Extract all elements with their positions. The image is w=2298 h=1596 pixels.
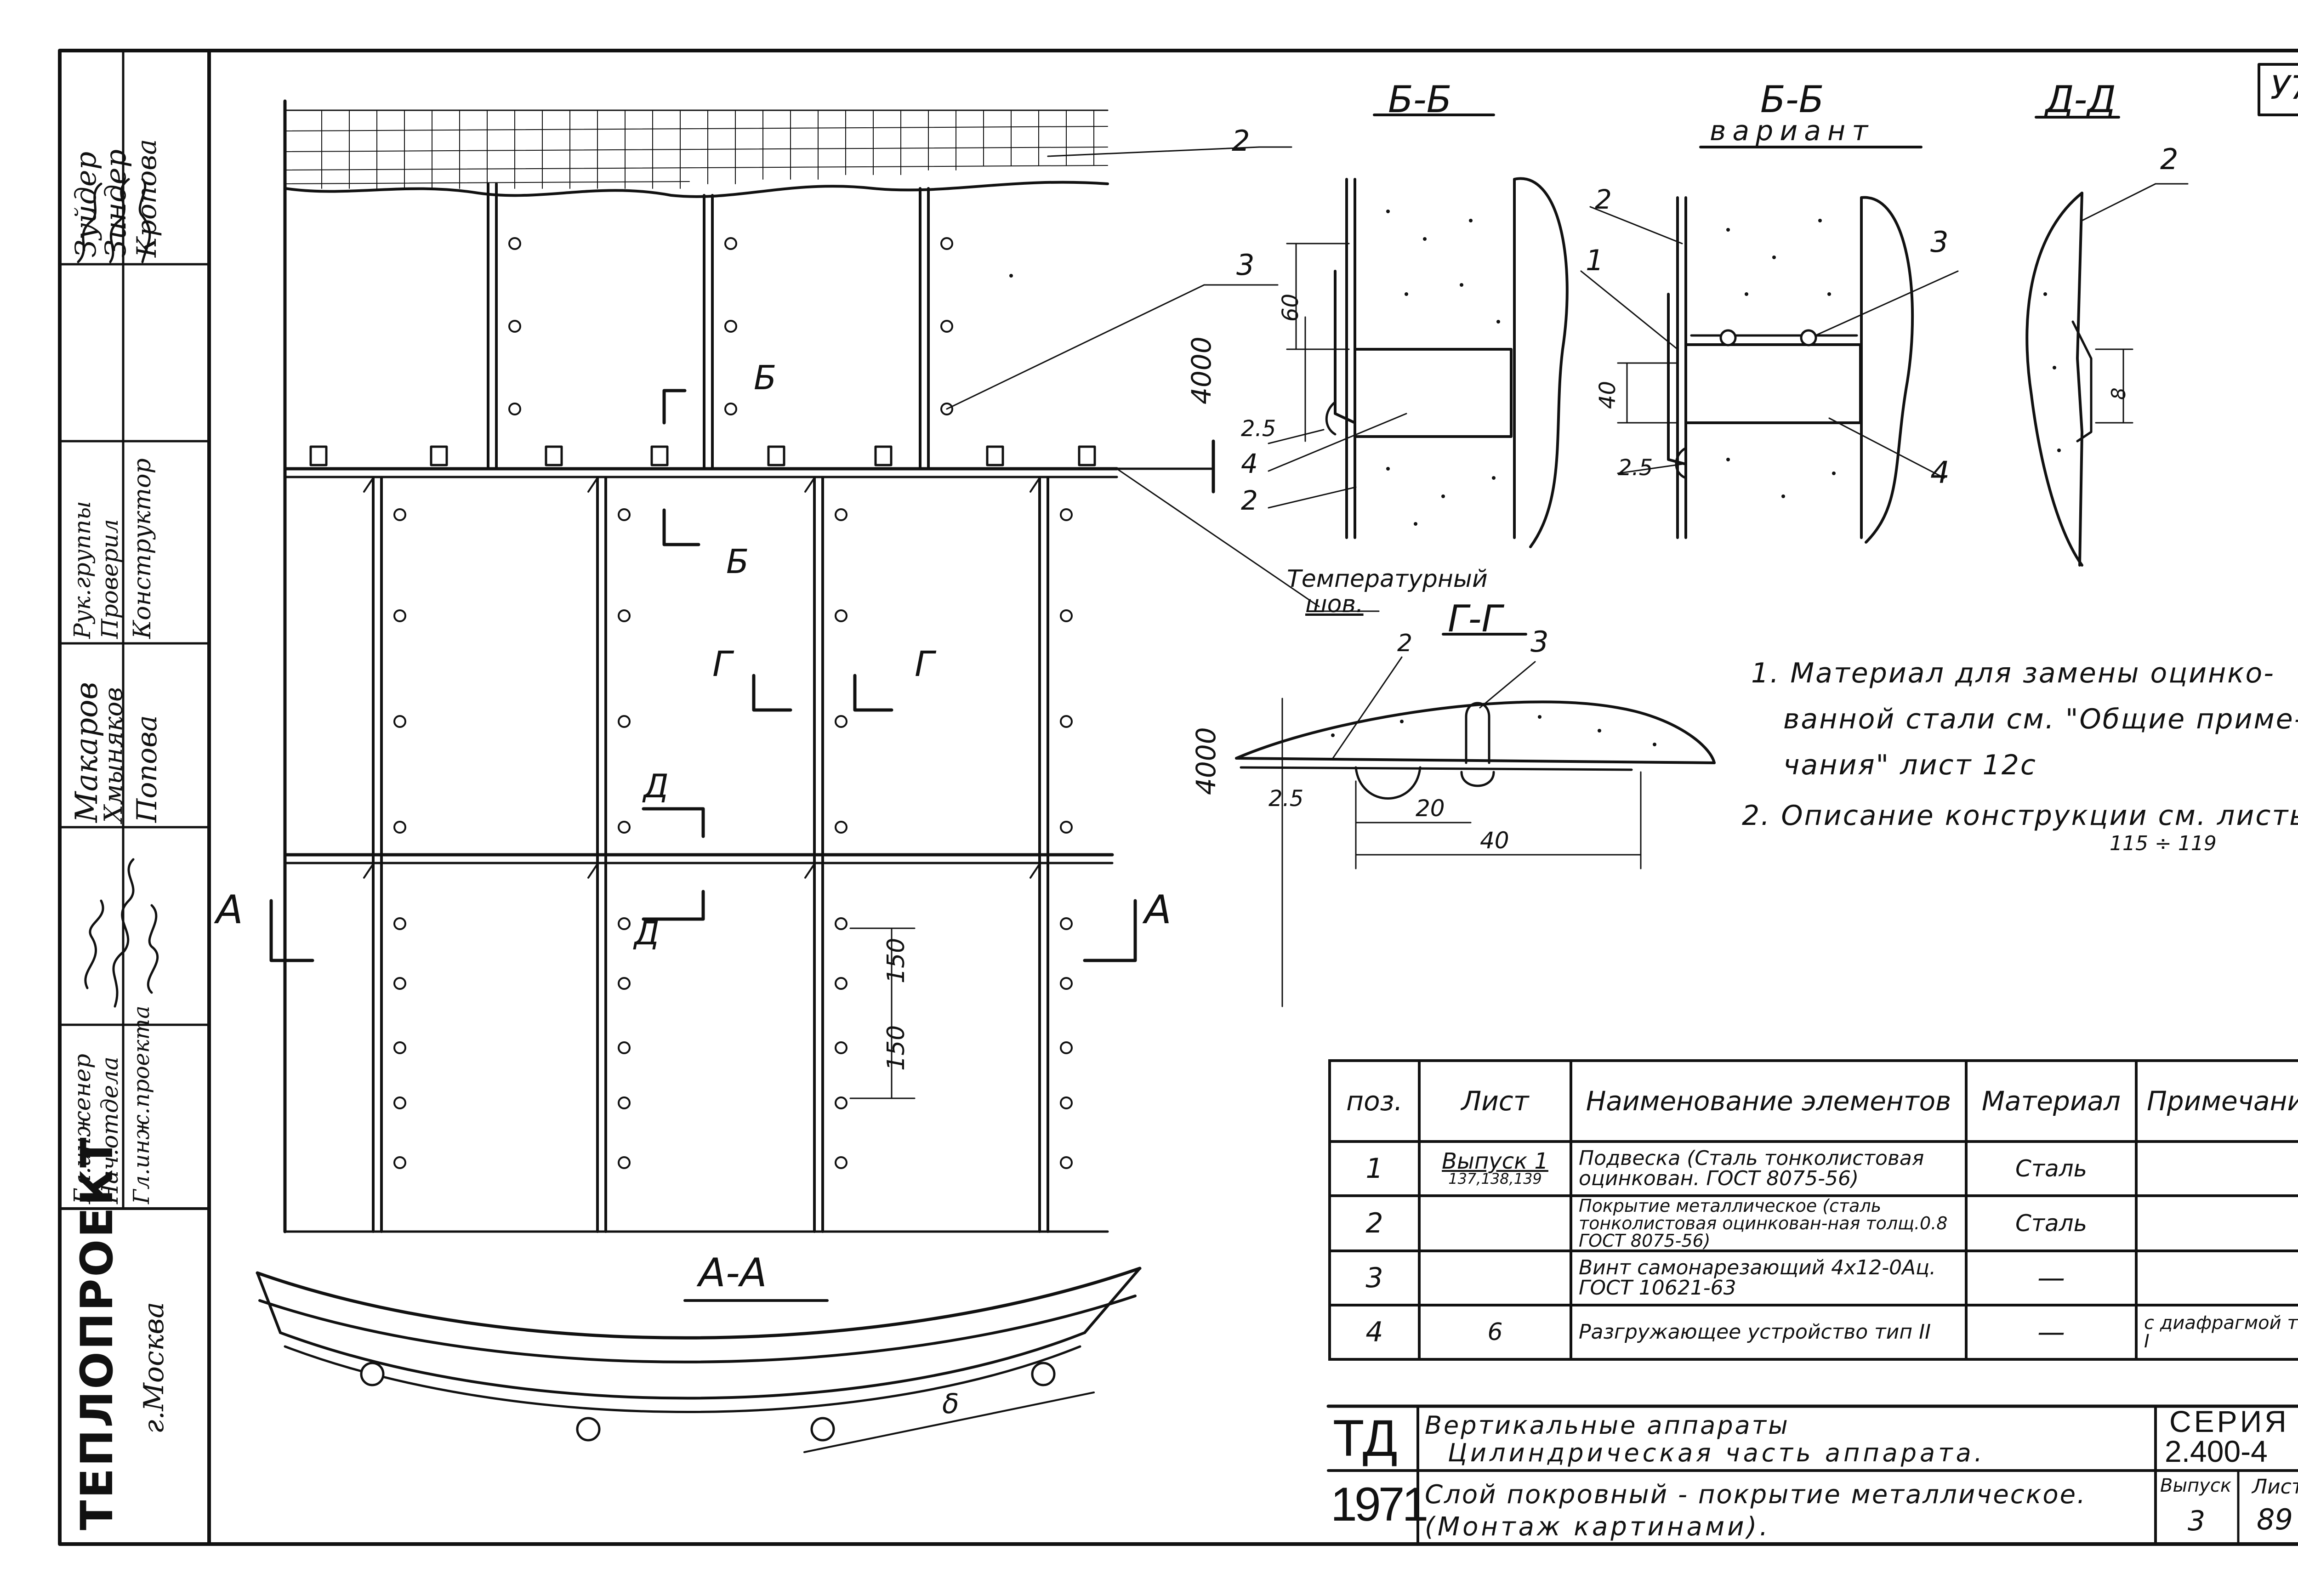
issue-number: 3 [2188,1505,2206,1537]
spec-sheet-pages: 137,138,139 [1448,1170,1542,1187]
mark-2-variant: 2 [1595,184,1612,215]
note-1-line-3: чания" лист 12с [1783,749,2037,781]
spec-header-name: Наименование элементов [1570,1059,1968,1143]
spec-name: Подвеска (Сталь тонколистовая оцинкован.… [1570,1140,1968,1197]
mark-3-variant: 3 [1930,225,1949,259]
spec-sheet: 6 [1418,1304,1572,1361]
mark-4-bb: 4 [1241,448,1258,479]
note-2-line-2: 115 ÷ 119 [2110,832,2217,855]
mark-3-upper: 3 [1236,248,1255,282]
section-mark-d-bottom: Д [634,914,660,952]
spec-pos: 2 [1328,1194,1421,1252]
spec-material: Сталь [1965,1194,2138,1252]
spec-pos: 3 [1328,1250,1421,1306]
section-mark-g-right: Г [915,643,934,684]
spec-sheet-issue: Выпуск 1 [1442,1148,1548,1174]
dim-40-variant: 40 [1595,381,1621,409]
spec-name: Винт самонарезающий 4x12-0Ац. ГОСТ 10621… [1570,1250,1968,1306]
spec-row: 2 Покрытие металлическое (сталь тонколис… [1328,1194,2298,1252]
spec-material: Сталь [1965,1140,2138,1197]
spec-material: — [1965,1250,2138,1306]
series-number: 2.400-4 [2165,1434,2268,1468]
spec-name: Покрытие металлическое (сталь тонколисто… [1570,1194,1968,1252]
dim-2-5-gg: 2.5 [1268,786,1304,812]
title-line-4: (Монтаж картинами). [1425,1512,1771,1542]
title-line-2: Цилиндрическая часть аппарата. [1448,1438,1985,1467]
mark-1-variant: 1 [1586,244,1604,277]
mark-2-dd: 2 [2160,142,2179,176]
spec-note [2135,1194,2298,1252]
section-mark-g-left: Г [712,643,732,684]
dim-40-gg: 40 [1480,827,1509,854]
specification-table: поз. Лист Наименование элементов Материа… [1328,1059,2298,1361]
section-mark-a-right: А [1144,887,1172,933]
mark-2-gg: 2 [1397,630,1413,657]
note-1-line-1: 1. Материал для замены оцинко- [1751,657,2275,689]
title-line-1: Вертикальные аппараты [1425,1411,1790,1440]
section-mark-a-left: А [216,887,243,933]
spec-header-material: Материал [1965,1059,2138,1143]
series-label: СЕРИЯ [2169,1404,2289,1438]
mark-3-gg: 3 [1530,625,1549,659]
dim-2-5-variant: 2.5 [1618,455,1653,481]
title-line-3: Слой покровный - покрытие металлическое. [1425,1480,2087,1510]
section-mark-b-top: Б [754,358,777,397]
spec-row: 3 Винт самонарезающий 4x12-0Ац. ГОСТ 106… [1328,1250,2298,1306]
mark-2-top: 2 [1232,124,1250,158]
dim-height-4000-bottom: 4000 [1190,727,1222,795]
section-title-g-g: Г-Г [1448,597,1502,640]
note-1-line-2: ванной стали см. "Общие приме- [1783,703,2298,735]
section-mark-b-bottom: Б [726,542,749,581]
spec-header-sheet: Лист [1418,1059,1572,1143]
spec-header-note: Примечание [2135,1059,2298,1143]
spec-row: 1 Выпуск 1 137,138,139 Подвеска (Сталь т… [1328,1140,2298,1197]
spec-pos: 4 [1328,1304,1421,1361]
dim-2-5-bb: 2.5 [1241,416,1276,442]
org-city: г.Москва [138,1301,170,1434]
title-td: ТД [1333,1409,1398,1467]
temperature-joint-label-1: Температурный [1287,565,1488,593]
dim-delta: δ [942,1388,959,1420]
section-title-d-d: Д-Д [2045,78,2116,121]
list-number: 89 [2257,1503,2293,1536]
section-title-a-a: А-А [699,1250,767,1296]
spec-note [2135,1140,2298,1197]
temperature-joint-label-2: шов. [1305,591,1364,618]
spec-material: — [1965,1304,2138,1361]
list-label: Лист [2252,1475,2298,1499]
title-year: 1971 [1331,1478,1428,1531]
dim-20-gg: 20 [1416,795,1445,822]
section-title-b-b: Б-Б [1388,78,1452,121]
signatures [77,178,159,1008]
spec-row: 4 6 Разгружающее устройство тип II — с д… [1328,1304,2298,1361]
section-mark-d-top: Д [643,767,669,805]
spec-sheet [1418,1250,1572,1306]
section-title-b-b-variant: Б-Б [1760,78,1824,121]
mark-2-bb: 2 [1241,485,1258,516]
issue-label: Выпуск [2160,1475,2231,1496]
spec-header-row: поз. Лист Наименование элементов Материа… [1328,1059,2298,1143]
spec-pos: 1 [1328,1140,1421,1197]
dim-150-upper: 150 [882,937,910,983]
dim-150-lower: 150 [882,1025,910,1071]
spec-header-pos: поз. [1328,1059,1421,1143]
note-2-line-1: 2. Описание конструкции см. листы [1742,800,2298,832]
dim-8-dd: 8 [2107,387,2130,400]
mark-4-variant: 4 [1930,455,1950,490]
spec-note: с диафрагмой тип I [2135,1304,2298,1361]
spec-sheet: Выпуск 1 137,138,139 [1418,1140,1572,1197]
spec-name: Разгружающее устройство тип II [1570,1304,1968,1361]
dim-60: 60 [1278,293,1303,322]
variant-caption: вариант [1710,115,1875,147]
sheet-number: У7 [2270,69,2298,107]
spec-note [2135,1250,2298,1306]
spec-sheet [1418,1194,1572,1252]
dim-height-4000-top: 4000 [1186,336,1217,404]
